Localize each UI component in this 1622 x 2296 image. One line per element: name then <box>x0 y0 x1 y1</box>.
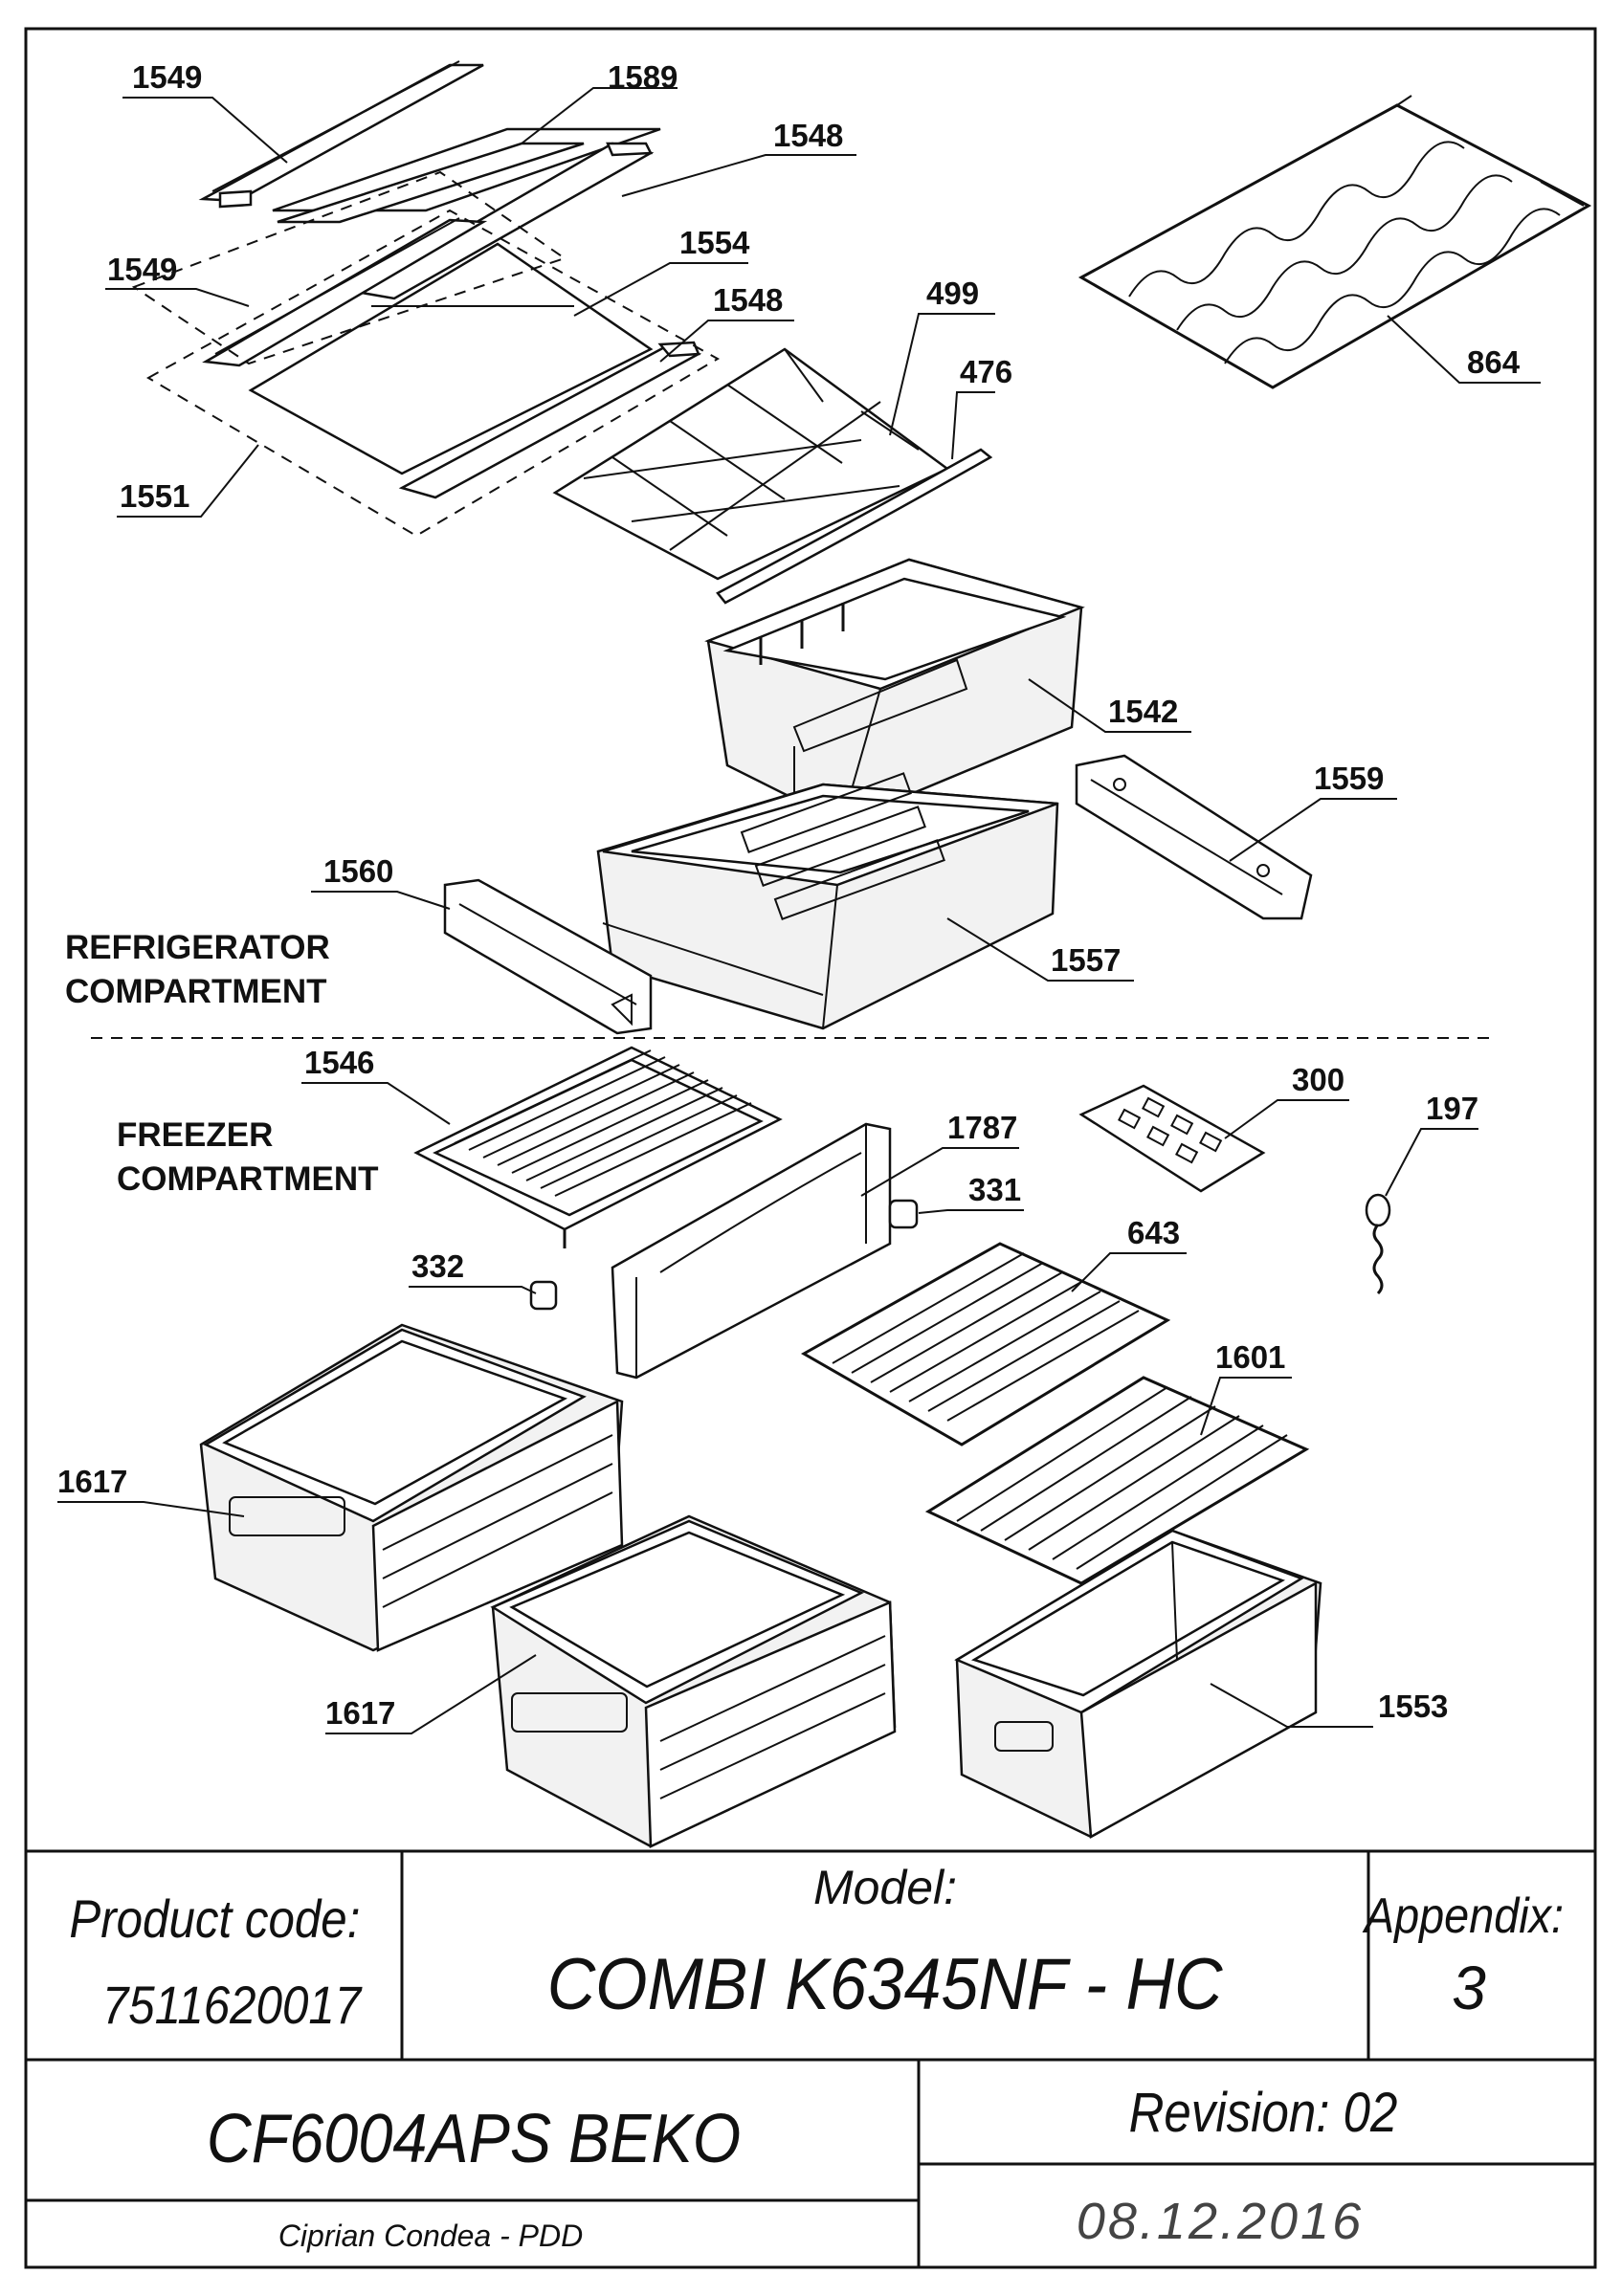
part-number-labels: 1549 1589 1548 1549 1554 1548 499 476 15… <box>57 59 1521 1731</box>
clip-331-drawing <box>888 1199 919 1229</box>
appendix-label: Appendix: <box>1362 1888 1564 1944</box>
part-label: 1554 <box>679 225 750 260</box>
part-label: 1546 <box>304 1045 374 1080</box>
freezer-basket-1617-lower-drawing <box>490 1514 897 1848</box>
wire-shelf-643-drawing <box>800 1242 1171 1446</box>
revision-date: 08.12.2016 <box>1077 2193 1364 2250</box>
freezer-basket-1617-upper-drawing <box>199 1323 624 1652</box>
part-label: 300 <box>1292 1062 1344 1097</box>
freezer-drawer-1553-drawing <box>954 1529 1322 1840</box>
part-drawings <box>91 60 1592 1848</box>
bottle-rack-864-drawing <box>1078 95 1592 389</box>
drawer-rail-1559-drawing <box>1075 754 1313 920</box>
part-label: 1787 <box>947 1110 1017 1145</box>
author: Ciprian Condea - PDD <box>278 2219 583 2253</box>
part-label: 1553 <box>1378 1689 1448 1724</box>
part-label: 1551 <box>120 478 189 514</box>
title-block: Product code: 7511620017 Model: COMBI K6… <box>26 1849 1595 2267</box>
part-label: 1548 <box>713 282 783 318</box>
compartment-labels: REFRIGERATOR COMPARTMENT FREEZER COMPART… <box>65 929 379 1198</box>
ice-scoop-197-drawing <box>1365 1193 1391 1295</box>
model-label: Model: <box>813 1861 957 1914</box>
shelf-trim-1549-top-drawing <box>198 60 484 209</box>
wire-shelf-1601-drawing <box>924 1376 1310 1585</box>
appendix-value: 3 <box>1452 1954 1486 2022</box>
part-label: 1542 <box>1108 694 1178 729</box>
freezer-flap-1787-drawing <box>611 1122 892 1380</box>
part-label: 499 <box>926 276 979 311</box>
cover-trim-476-drawing <box>716 448 993 605</box>
part-label: 864 <box>1467 344 1521 380</box>
shelf-trim-1548-top-drawing <box>352 142 655 300</box>
part-label: 476 <box>960 354 1012 389</box>
drawer-rail-1560-drawing <box>443 878 653 1035</box>
product-code-value: 7511620017 <box>102 1976 363 2036</box>
shelf-trim-1549-lower-drawing <box>202 217 488 367</box>
revision: Revision: 02 <box>1129 2082 1398 2144</box>
part-label: 197 <box>1426 1091 1478 1126</box>
drawer-1557-drawing <box>596 772 1059 1030</box>
shelf-assembly-1551-outline <box>131 170 721 538</box>
glass-shelf-1554-drawing <box>248 242 654 475</box>
part-label: 1617 <box>325 1695 395 1731</box>
part-label: 1549 <box>107 252 177 287</box>
part-label: 331 <box>968 1172 1021 1207</box>
part-label: 1601 <box>1215 1339 1285 1375</box>
freezer-label-line2: COMPARTMENT <box>117 1160 379 1198</box>
freezer-shelf-1546-drawing <box>413 1046 783 1248</box>
clip-332-drawing <box>529 1280 558 1311</box>
part-label: 1559 <box>1314 761 1384 796</box>
refrigerator-label-line2: COMPARTMENT <box>65 973 327 1010</box>
crisper-drawer-1542-drawing <box>704 558 1085 825</box>
part-label: 1549 <box>132 59 202 95</box>
part-label: 1557 <box>1051 942 1121 978</box>
refrigerator-label-line1: REFRIGERATOR <box>65 929 330 966</box>
part-label: 1589 <box>608 59 678 95</box>
ice-tray-300-drawing <box>1078 1084 1266 1193</box>
part-label: 1548 <box>773 118 843 153</box>
part-label: 1617 <box>57 1464 127 1499</box>
part-label: 1560 <box>323 853 393 889</box>
drawing-frame <box>24 27 1597 2269</box>
product-code-label: Product code: <box>69 1889 360 1950</box>
product-name: CF6004APS BEKO <box>207 2100 741 2177</box>
glass-shelf-1589-drawing <box>272 127 661 224</box>
model-value: COMBI K6345NF - HC <box>547 1944 1224 2024</box>
leader-lines <box>57 87 1541 1734</box>
freezer-label-line1: FREEZER <box>117 1116 273 1154</box>
part-label: 332 <box>411 1248 464 1284</box>
part-label: 643 <box>1127 1215 1180 1250</box>
